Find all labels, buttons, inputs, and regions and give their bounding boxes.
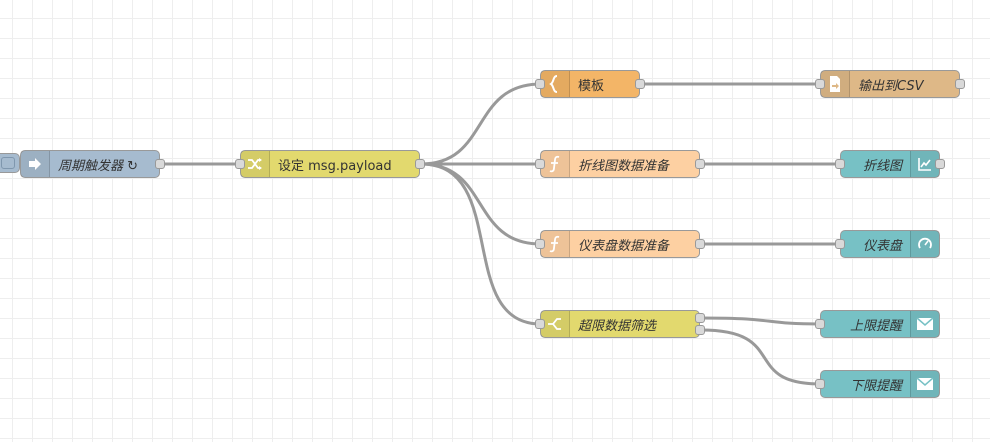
node-change[interactable]: 设定 msg.payload [240, 150, 420, 178]
node-label: 仪表盘 [862, 238, 902, 254]
port-out-inject[interactable] [155, 159, 165, 169]
node-template[interactable]: 模板 [540, 70, 640, 98]
node-label: 模板 [578, 78, 605, 94]
port-out-ui-chart[interactable] [935, 159, 945, 169]
node-ui-chart[interactable]: 折线图 [840, 150, 940, 178]
node-ui-gauge[interactable]: 仪表盘 [840, 230, 940, 258]
node-label: 折线图数据准备 [578, 158, 670, 174]
file-icon [821, 71, 850, 97]
port-out-switch-2[interactable] [695, 325, 705, 335]
node-email-upper[interactable]: 上限提醒 [820, 310, 940, 338]
port-out-switch-1[interactable] [695, 313, 705, 323]
port-out-function-gauge[interactable] [695, 239, 705, 249]
inject-trigger-button[interactable] [0, 153, 20, 173]
wire-switch-email-down[interactable] [700, 328, 822, 386]
switch-icon [541, 311, 570, 337]
node-label: 设定 msg.payload [278, 158, 392, 174]
node-label: 超限数据筛选 [578, 318, 657, 334]
node-label: 周期触发器 ↻ [58, 158, 139, 174]
node-label: 仪表盘数据准备 [578, 238, 670, 254]
node-switch[interactable]: 超限数据筛选 [540, 310, 700, 338]
node-label: 下限提醒 [849, 378, 902, 394]
wire-change-fn-gauge[interactable] [420, 162, 542, 246]
node-file-csv[interactable]: 输出到CSV [820, 70, 960, 98]
brace-icon [541, 71, 570, 97]
port-in-function-line[interactable] [535, 159, 545, 169]
port-out-change[interactable] [415, 159, 425, 169]
port-out-template[interactable] [635, 79, 645, 89]
chart-icon [910, 151, 939, 177]
node-inject[interactable]: 周期触发器 ↻ [20, 150, 160, 178]
envelope-icon [910, 371, 939, 397]
gauge-icon [910, 231, 939, 257]
function-icon [541, 231, 570, 257]
wire-change-switch[interactable] [420, 162, 542, 326]
node-label: 折线图 [862, 158, 902, 174]
node-function-line[interactable]: 折线图数据准备 [540, 150, 700, 178]
port-in-email-lower[interactable] [815, 379, 825, 389]
port-out-function-line[interactable] [695, 159, 705, 169]
port-out-file-csv[interactable] [955, 79, 965, 89]
port-in-email-upper[interactable] [815, 319, 825, 329]
shuffle-icon [241, 151, 270, 177]
port-in-template[interactable] [535, 79, 545, 89]
port-in-function-gauge[interactable] [535, 239, 545, 249]
wire-change-template[interactable] [420, 82, 542, 166]
port-in-ui-gauge[interactable] [835, 239, 845, 249]
port-in-switch[interactable] [535, 319, 545, 329]
function-icon [541, 151, 570, 177]
port-in-ui-chart[interactable] [835, 159, 845, 169]
node-email-lower[interactable]: 下限提醒 [820, 370, 940, 398]
inject-arrow-icon [21, 151, 50, 177]
node-label: 输出到CSV [858, 78, 924, 94]
node-function-gauge[interactable]: 仪表盘数据准备 [540, 230, 700, 258]
wire-switch-email-up[interactable] [700, 316, 822, 326]
envelope-icon [910, 311, 939, 337]
port-in-change[interactable] [235, 159, 245, 169]
port-in-file-csv[interactable] [815, 79, 825, 89]
node-label: 上限提醒 [849, 318, 902, 334]
inject-button-face [1, 157, 15, 169]
